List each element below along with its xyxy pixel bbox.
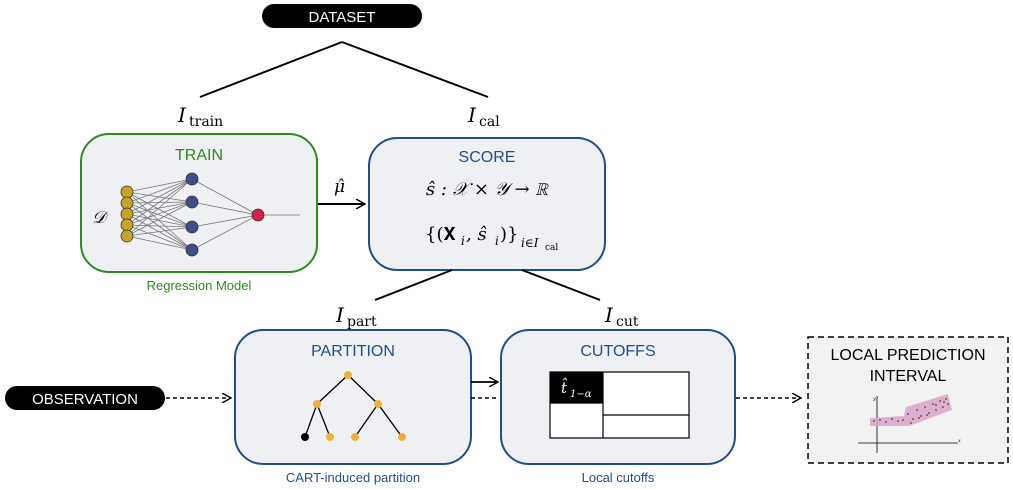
interval-point (926, 414, 928, 416)
svg-text:i∈I: i∈I (521, 236, 539, 250)
nn-output-node (251, 208, 265, 222)
svg-text:cut: cut (616, 314, 639, 330)
nn-hidden-node (185, 172, 199, 186)
interval-point (891, 418, 893, 420)
cutoff-cell-sub: 1−α (570, 389, 592, 400)
cutoffs-title: CUTOFFS (580, 343, 655, 360)
interval-point (918, 417, 920, 419)
nn-input-node (120, 185, 134, 199)
train-title: TRAIN (175, 147, 223, 164)
nn-hidden-node (185, 220, 199, 234)
dataset-label: DATASET (309, 9, 376, 26)
svg-text:{(𝐗: {(𝐗 (425, 224, 456, 245)
label-i-cal: I cal (467, 103, 500, 130)
interval-point (902, 419, 904, 421)
data-symbol: 𝒟 (92, 208, 109, 228)
interval-point (943, 401, 945, 403)
observation-label: OBSERVATION (32, 391, 138, 408)
split-line-part (374, 269, 453, 301)
interval-point (932, 403, 934, 405)
svg-text:I: I (177, 103, 187, 127)
interval-point (916, 409, 918, 411)
score-formula-2: {(𝐗 i , ŝ i )} i∈I cal (425, 224, 558, 253)
interval-point (873, 420, 875, 422)
interval-plot: y x (858, 394, 961, 453)
svg-text:y: y (872, 396, 876, 402)
interval-point (947, 403, 949, 405)
svg-text:I: I (335, 303, 345, 327)
output-title-1: LOCAL PREDICTION (831, 347, 986, 364)
interval-point (942, 406, 944, 408)
train-caption: Regression Model (147, 278, 252, 293)
interval-point (910, 422, 912, 424)
svg-text:i: i (495, 234, 499, 248)
svg-text:, ŝ: , ŝ (466, 224, 487, 245)
interval-point (924, 406, 926, 408)
label-i-train: I train (177, 103, 223, 130)
mu-hat-label: μ̂ (334, 177, 345, 197)
svg-text:cal: cal (545, 243, 558, 253)
svg-text:i: i (461, 234, 465, 248)
interval-point (912, 418, 914, 420)
interval-point (935, 404, 937, 406)
cutoff-grid: t̂ 1−α (549, 371, 690, 439)
score-title: SCORE (459, 149, 516, 166)
output-box: LOCAL PREDICTION INTERVAL y x (807, 336, 1009, 464)
score-box: SCORE ŝ : 𝒳 × 𝒴 → ℝ {(𝐗 i , ŝ i )} i∈I c… (368, 137, 606, 271)
split-line-cal (341, 41, 489, 98)
nn-input-node (120, 207, 134, 221)
output-title-2: INTERVAL (870, 368, 947, 385)
svg-text:part: part (347, 314, 377, 330)
interval-point (907, 413, 909, 415)
interval-point (897, 420, 899, 422)
interval-point (879, 419, 881, 421)
label-i-cut: I cut (604, 303, 639, 330)
svg-text:I: I (467, 103, 477, 127)
interval-point (885, 421, 887, 423)
nn-hidden-node (185, 243, 199, 257)
svg-text:cal: cal (479, 114, 500, 130)
svg-text:I: I (604, 303, 614, 327)
partition-caption: CART-induced partition (286, 470, 420, 485)
tree-icon (301, 371, 406, 441)
nn-input-node (120, 229, 134, 243)
cutoffs-caption: Local cutoffs (582, 470, 655, 485)
partition-box: PARTITION (234, 329, 472, 465)
interval-point (935, 409, 937, 411)
interval-point (939, 400, 941, 402)
svg-text:x: x (958, 438, 961, 444)
partition-title: PARTITION (311, 343, 395, 360)
split-line-cut (521, 269, 601, 301)
dataset-node: DATASET (262, 4, 422, 28)
interval-point (945, 398, 947, 400)
svg-text:train: train (189, 114, 223, 130)
split-line-train (199, 41, 343, 98)
interval-point (920, 415, 922, 417)
score-formula-1: ŝ : 𝒳 × 𝒴 → ℝ (426, 179, 549, 200)
cutoff-cell-label: t̂ (561, 378, 568, 397)
train-box: TRAIN 𝒟 (80, 133, 318, 273)
label-i-part: I part (335, 303, 377, 330)
cutoffs-box: CUTOFFS t̂ 1−α (500, 329, 736, 465)
svg-text:)}: )} (500, 224, 518, 245)
nn-input-node (120, 196, 134, 210)
interval-point (928, 412, 930, 414)
observation-node: OBSERVATION (5, 386, 165, 410)
interval-band (870, 394, 952, 426)
neural-network-icon (120, 172, 300, 257)
nn-input-node (120, 218, 134, 232)
nn-hidden-node (185, 195, 199, 209)
